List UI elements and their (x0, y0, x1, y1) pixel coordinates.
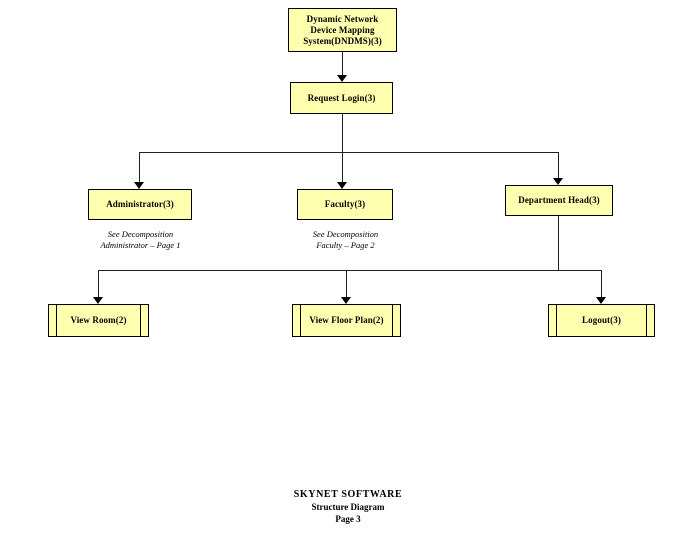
node-view-room[interactable]: View Room(2) (48, 304, 149, 337)
node-view-floor-plan-label: View Floor Plan(2) (309, 315, 384, 325)
node-request-login[interactable]: Request Login(3) (290, 82, 393, 114)
connector-request-login-stem (342, 114, 343, 152)
arrowhead-administrator (134, 182, 144, 189)
node-faculty[interactable]: Faculty(3) (297, 189, 393, 220)
connector-bus-to-view-floor-plan (346, 270, 347, 297)
bus-level-3 (98, 270, 602, 271)
bus-level-2 (139, 152, 559, 153)
connector-bus-to-administrator (139, 152, 140, 182)
connector-bus-to-view-room (98, 270, 99, 297)
arrowhead-view-floor-plan (341, 297, 351, 304)
footer-title: Structure Diagram (311, 502, 385, 512)
node-root-label: Dynamic Network Device Mapping System(DN… (303, 13, 382, 46)
footer-page-number: Page 3 (335, 514, 361, 524)
connector-bus-to-department-head (558, 152, 559, 178)
node-request-login-label: Request Login(3) (307, 92, 376, 103)
arrowhead-faculty (337, 182, 347, 189)
connector-root-to-request-login (342, 52, 343, 75)
connector-bus-to-logout (601, 270, 602, 297)
connector-bus-to-faculty (342, 152, 343, 182)
arrowhead-department-head (553, 178, 563, 185)
arrowhead-request-login (337, 75, 347, 82)
arrowhead-view-room (93, 297, 103, 304)
node-logout[interactable]: Logout(3) (548, 304, 655, 337)
footer: SKYNET SOFTWARE Structure Diagram Page 3 (0, 488, 696, 525)
node-department-head[interactable]: Department Head(3) (505, 185, 613, 216)
node-view-floor-plan[interactable]: View Floor Plan(2) (292, 304, 401, 337)
node-logout-label: Logout(3) (582, 315, 621, 325)
annotation-administrator-decomposition: See Decomposition Administrator – Page 1 (100, 229, 181, 250)
connector-department-head-stem (558, 216, 559, 270)
node-administrator-label: Administrator(3) (106, 199, 174, 209)
node-view-room-label: View Room(2) (70, 315, 127, 325)
node-root[interactable]: Dynamic Network Device Mapping System(DN… (288, 8, 397, 52)
node-administrator[interactable]: Administrator(3) (88, 189, 192, 220)
node-department-head-label: Department Head(3) (518, 195, 600, 205)
arrowhead-logout (596, 297, 606, 304)
footer-company: SKYNET SOFTWARE (293, 489, 403, 500)
annotation-faculty-decomposition: See Decomposition Faculty – Page 2 (312, 229, 379, 250)
node-faculty-label: Faculty(3) (324, 199, 366, 209)
